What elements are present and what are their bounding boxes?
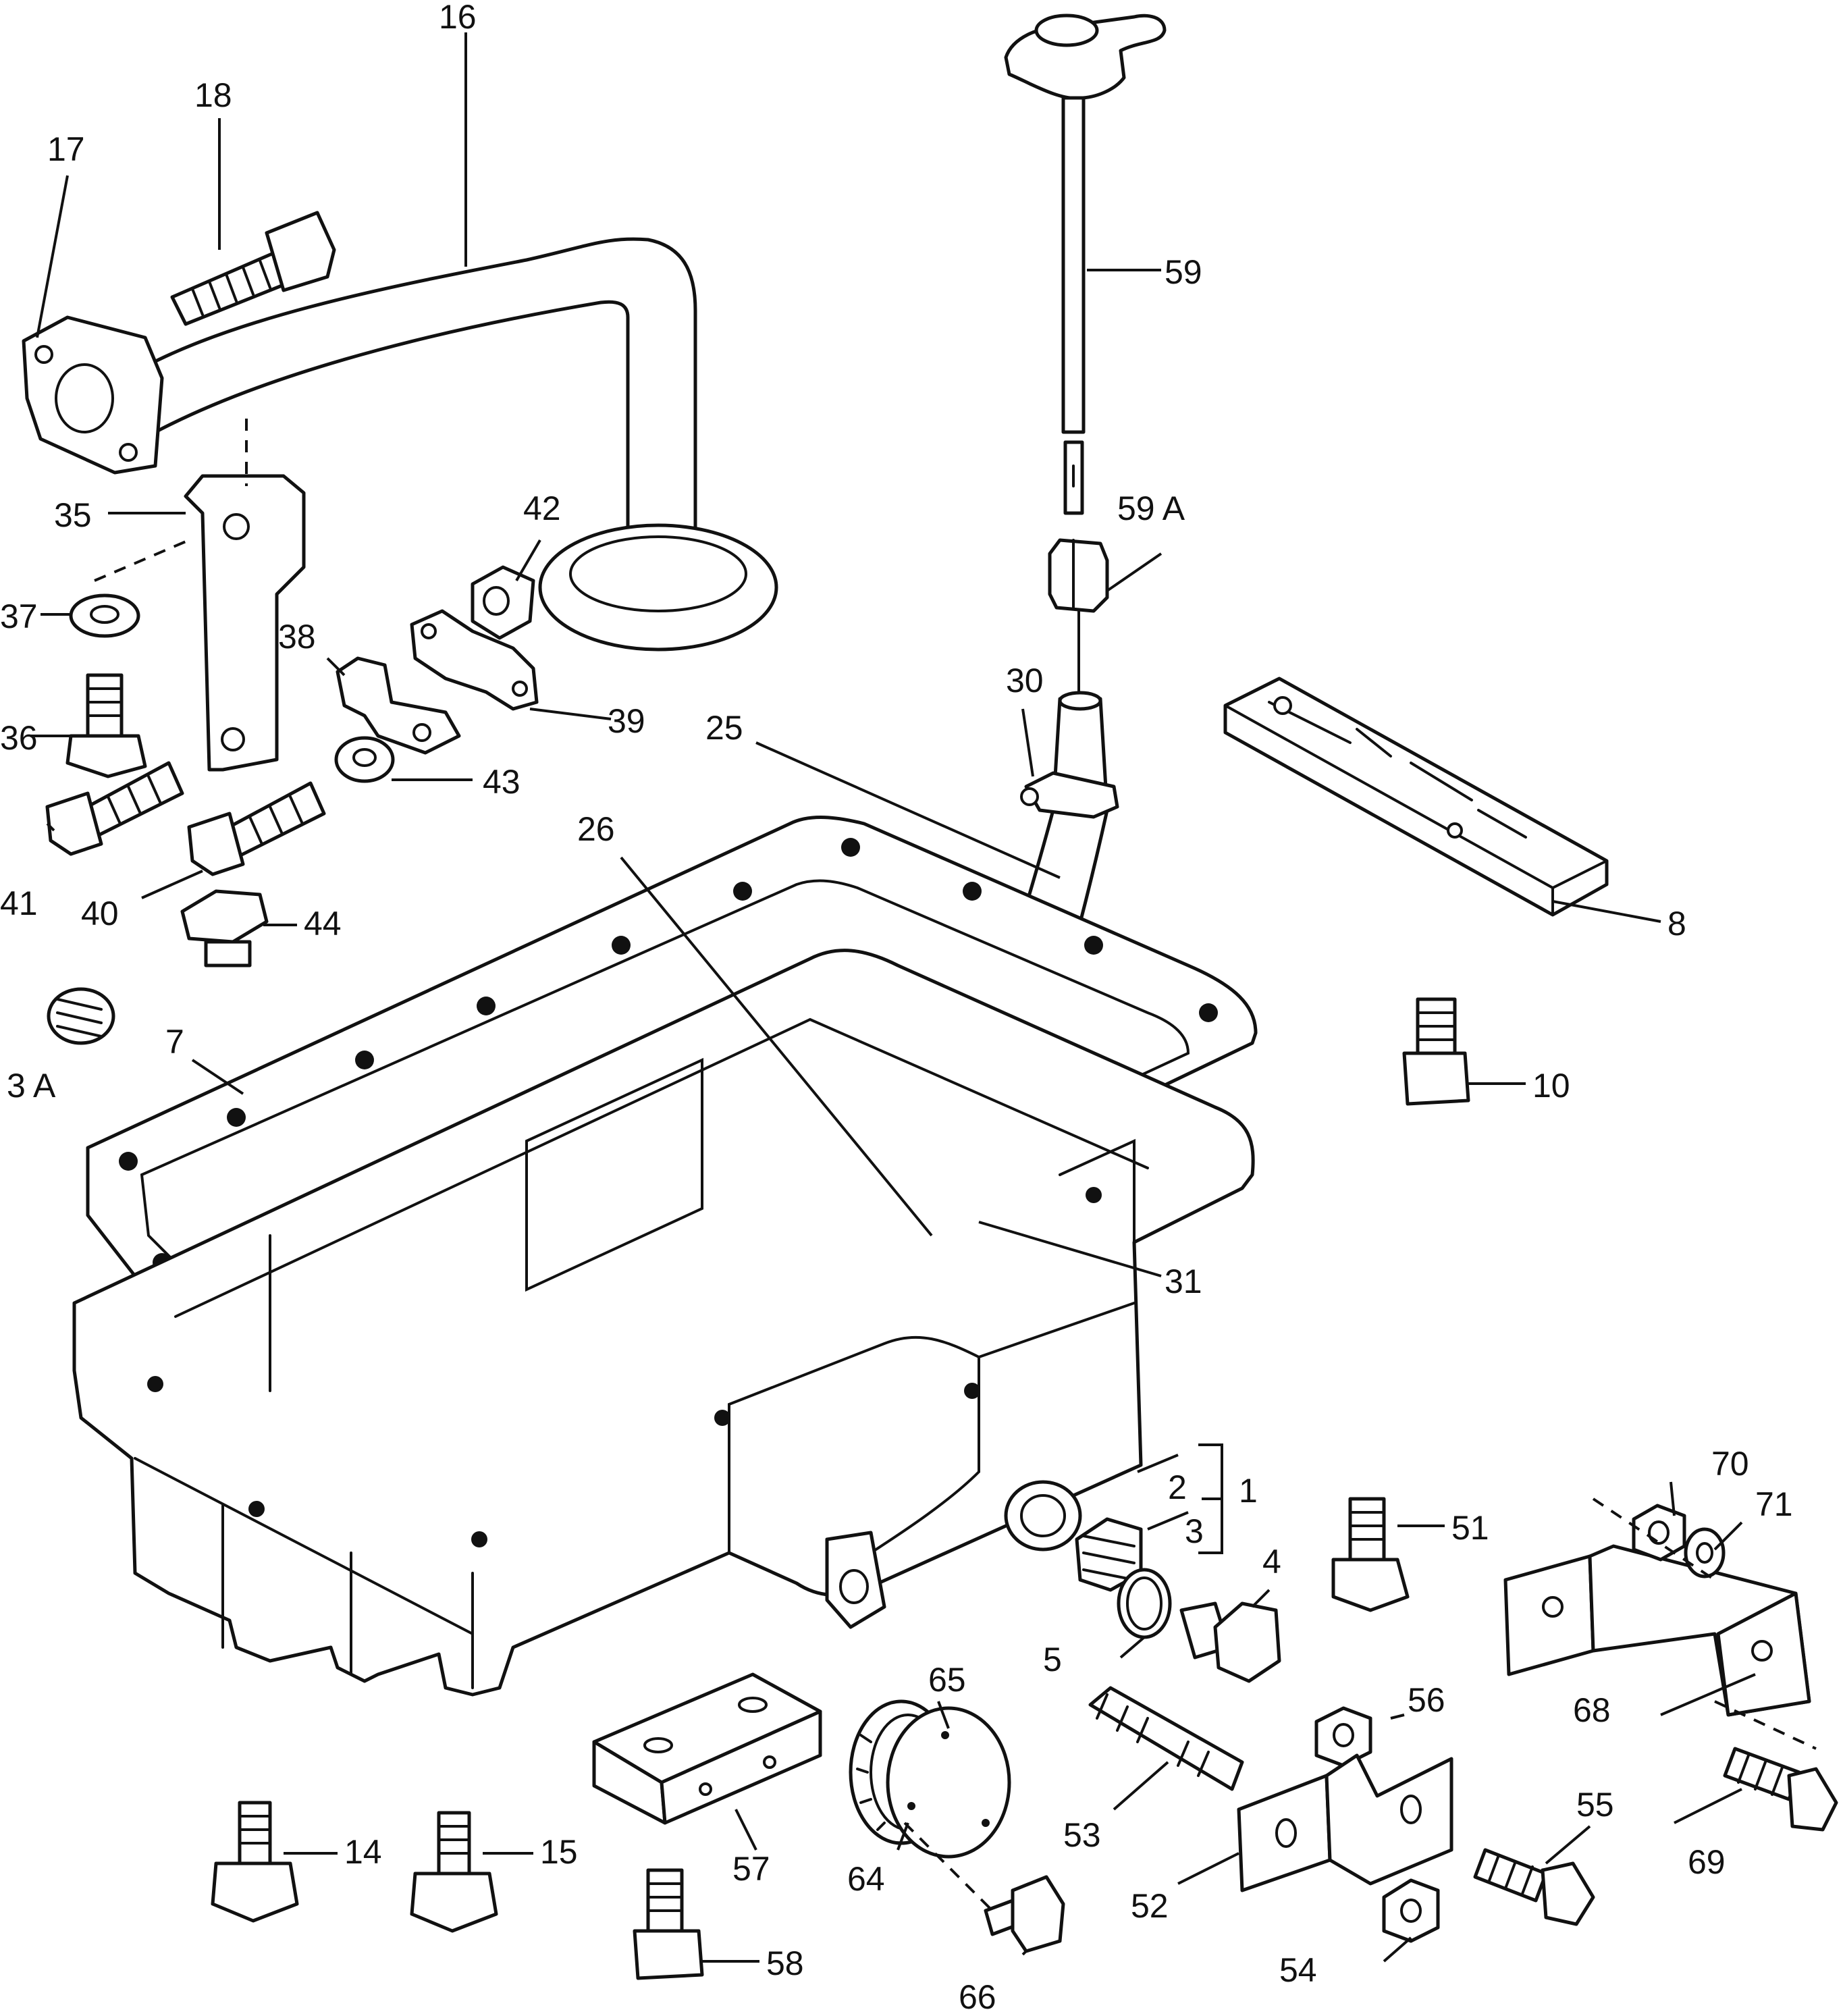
callout-57: 57 (732, 1850, 770, 1888)
callout-42: 42 (523, 489, 561, 527)
callout-16: 16 (439, 0, 477, 36)
callout-55: 55 (1576, 1786, 1614, 1824)
part-oil-pan-2 (72, 949, 1255, 1697)
callout-59a: 59 A (1117, 489, 1185, 527)
callout-31: 31 (1165, 1263, 1202, 1300)
callout-39: 39 (608, 702, 645, 740)
callout-8: 8 (1667, 905, 1686, 943)
part-plug-44 (180, 889, 269, 967)
callout-59: 59 (1165, 253, 1202, 291)
callout-68: 68 (1573, 1691, 1611, 1729)
callout-18: 18 (194, 76, 232, 114)
callout-53: 53 (1063, 1816, 1101, 1854)
callout-3a: 3 A (7, 1067, 56, 1105)
part-bolt-55 (1473, 1848, 1595, 1926)
callout-17: 17 (47, 130, 85, 168)
part-bolt-69 (1723, 1747, 1838, 1832)
callout-51: 51 (1451, 1509, 1489, 1547)
callout-30: 30 (1006, 662, 1044, 699)
callout-2: 2 (1168, 1468, 1187, 1506)
callout-56: 56 (1408, 1681, 1445, 1719)
bracket-68-bolt-line (1714, 1700, 1817, 1750)
part-pipe-flange-gasket (22, 315, 164, 475)
callout-labels: 16 18 17 35 37 36 41 40 44 3 A 7 38 43 3… (0, 0, 1793, 2016)
part-washer-43 (334, 736, 395, 783)
callout-58: 58 (766, 1944, 804, 1982)
callout-14: 14 (344, 1833, 382, 1871)
part-bolt-18 (170, 211, 336, 326)
part-bolt-14 (211, 1801, 299, 1923)
callout-43: 43 (483, 763, 520, 801)
part-stud-53 (1088, 1686, 1244, 1791)
part-bolt-15 (410, 1811, 498, 1933)
part-plate-39 (410, 609, 539, 711)
part-nut-54 (1382, 1878, 1440, 1943)
part-drain-plug-4 (1179, 1601, 1281, 1683)
part-cover-64 (886, 1706, 1011, 1859)
bracket-68-mount-line (1592, 1497, 1716, 1581)
part-plug-3a (47, 987, 115, 1045)
part-screw-66 (984, 1875, 1065, 1953)
callout-71: 71 (1755, 1485, 1793, 1523)
part-washer-71 (1684, 1527, 1726, 1579)
callout-36: 36 (0, 719, 38, 757)
callout-70: 70 (1711, 1445, 1749, 1483)
part-dipstick-59 (1004, 14, 1167, 515)
callout-35: 35 (54, 496, 92, 534)
callout-65: 65 (928, 1661, 966, 1699)
callout-44: 44 (304, 905, 342, 943)
part-bolt-51 (1331, 1497, 1410, 1612)
callout-5: 5 (1043, 1641, 1062, 1678)
part-bracket-68 (1503, 1544, 1811, 1717)
callout-66: 66 (959, 1978, 996, 2016)
part-baffle-8 (1223, 677, 1609, 917)
callout-37: 37 (0, 598, 38, 635)
callout-54: 54 (1279, 1951, 1317, 1989)
part-clip-38 (336, 656, 461, 755)
leader-lines (30, 32, 1756, 1963)
callout-52: 52 (1131, 1887, 1169, 1925)
callout-4: 4 (1262, 1543, 1281, 1581)
part-bolt-40 (187, 781, 326, 876)
part-bracket-35 (94, 419, 306, 772)
part-oil-strainer-pipe (123, 237, 778, 652)
part-nut-56 (1314, 1706, 1372, 1768)
callout-40: 40 (81, 895, 119, 932)
part-bolt-58 (633, 1868, 704, 1980)
callout-1: 1 (1239, 1472, 1258, 1510)
callout-38: 38 (278, 618, 316, 656)
part-bolt-10 (1402, 997, 1470, 1106)
part-washer-37 (69, 593, 140, 638)
part-nut-42 (471, 565, 535, 640)
part-block-57 (592, 1672, 822, 1825)
callout-10: 10 (1532, 1067, 1570, 1105)
callout-3: 3 (1185, 1512, 1204, 1550)
callout-15: 15 (540, 1833, 578, 1871)
part-dipstick-seal-59a (1048, 538, 1109, 613)
callout-64: 64 (847, 1860, 885, 1898)
callout-25: 25 (705, 709, 743, 747)
part-bolt-36 (65, 673, 147, 778)
part-bolt-41 (45, 761, 184, 856)
callout-41: 41 (0, 884, 38, 922)
part-nut-70 (1632, 1504, 1686, 1562)
part-o-ring-5 (1117, 1568, 1172, 1639)
callout-69: 69 (1688, 1843, 1726, 1881)
callout-26: 26 (577, 810, 615, 848)
callout-7: 7 (165, 1023, 184, 1061)
part-bracket-52 (1237, 1753, 1453, 1892)
